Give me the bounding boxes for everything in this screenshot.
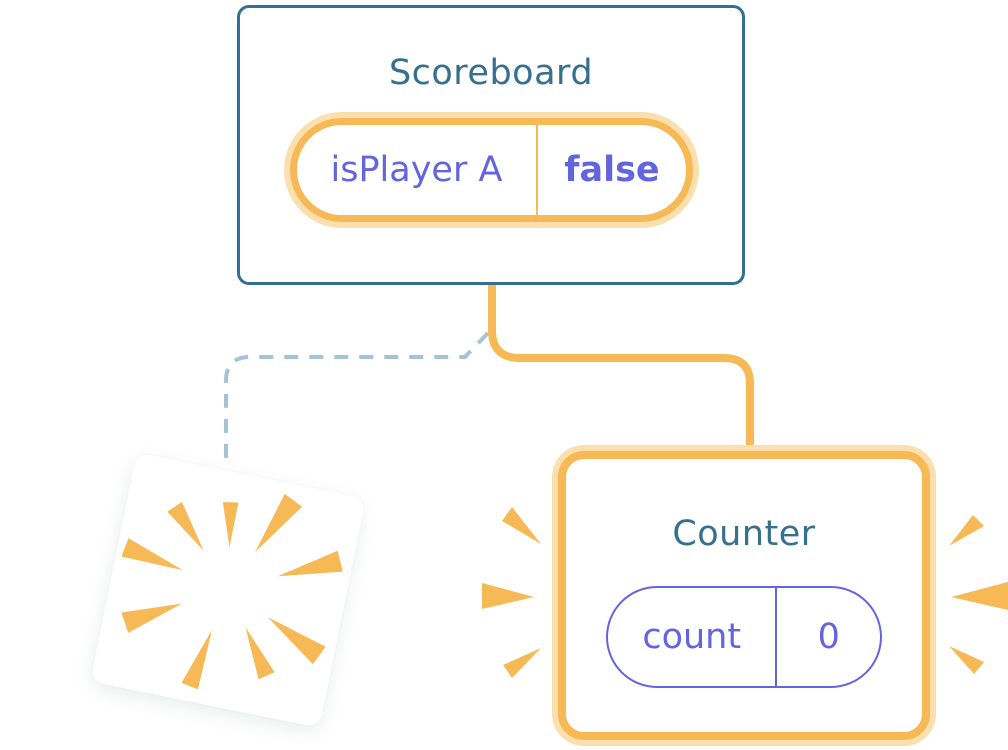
scoreboard-title: Scoreboard (388, 53, 594, 93)
counter-component-card: Counter count 0 (558, 451, 930, 740)
counter-state-pill: count 0 (606, 586, 882, 688)
solid-connector-to-counter (488, 284, 754, 452)
pill-divider (536, 125, 539, 215)
counter-title: Counter (672, 514, 816, 554)
counter-state-value: 0 (817, 616, 840, 657)
scoreboard-state-key: isPlayer A (330, 149, 503, 190)
dashed-connector-to-destroyed-component (224, 331, 490, 462)
scoreboard-component-card: Scoreboard isPlayer A false (237, 5, 745, 285)
poof-burst-icon (121, 493, 343, 690)
scoreboard-state-pill: isPlayer A false (289, 118, 693, 222)
emphasis-burst-right-icon (949, 515, 1008, 674)
destroyed-component-card (90, 452, 366, 728)
scoreboard-state-value: false (564, 149, 660, 190)
pill-divider (775, 588, 778, 686)
counter-state-key: count (642, 616, 742, 657)
emphasis-burst-left-icon (482, 507, 541, 678)
